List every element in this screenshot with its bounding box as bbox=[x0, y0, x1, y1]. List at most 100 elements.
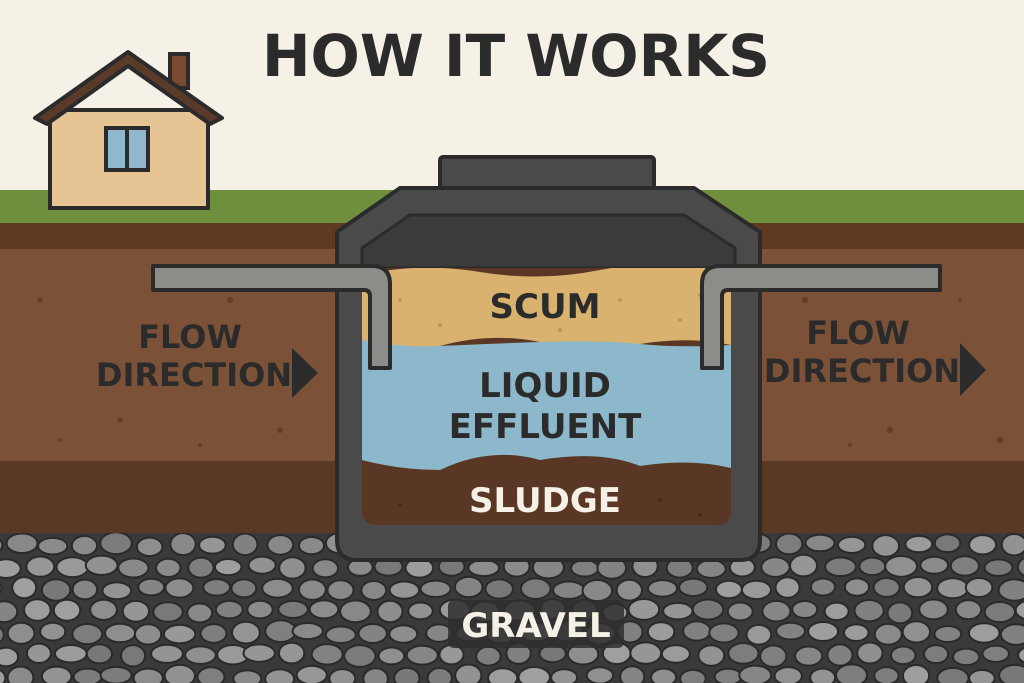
gravel-stone bbox=[552, 580, 586, 600]
gravel-stone bbox=[71, 623, 104, 646]
gravel-stone bbox=[264, 619, 297, 644]
gravel-stone bbox=[186, 602, 214, 624]
gravel-stone bbox=[760, 556, 791, 578]
gravel-stone bbox=[242, 643, 276, 663]
gravel-stone bbox=[277, 599, 309, 619]
gravel-stone bbox=[23, 598, 52, 622]
gravel-stone bbox=[196, 666, 226, 683]
gravel-stone bbox=[695, 558, 727, 579]
gravel-stone bbox=[713, 667, 743, 683]
gravel-stone bbox=[475, 645, 502, 667]
gravel-stone bbox=[184, 645, 217, 665]
gravel-stone bbox=[726, 601, 754, 622]
gravel-stone bbox=[836, 535, 867, 554]
gravel-stone bbox=[163, 663, 196, 683]
gravel-stone bbox=[37, 536, 69, 556]
gravel-stone bbox=[871, 534, 901, 558]
gravel-stone bbox=[660, 644, 691, 664]
gravel-stone bbox=[933, 624, 963, 644]
gravel-stone bbox=[247, 555, 277, 575]
gravel-stone bbox=[377, 646, 406, 666]
gravel-stone bbox=[519, 577, 552, 601]
gravel-stone bbox=[25, 642, 52, 665]
gravel-stone bbox=[246, 599, 274, 620]
gravel-stone bbox=[997, 578, 1024, 602]
gravel-stone bbox=[581, 579, 614, 603]
sludge-label: SLUDGE bbox=[469, 481, 621, 521]
gravel-stone bbox=[807, 620, 840, 642]
gravel-stone bbox=[453, 575, 484, 599]
tank-contents bbox=[362, 268, 731, 525]
gravel-stone bbox=[682, 620, 712, 642]
gravel-stone bbox=[137, 577, 166, 597]
gravel-stone bbox=[39, 621, 67, 642]
gravel-stone bbox=[53, 644, 88, 664]
gravel-stone bbox=[793, 645, 824, 667]
gravel-stone bbox=[231, 620, 261, 645]
gravel-stone bbox=[650, 667, 678, 683]
gravel-stone bbox=[570, 558, 600, 578]
gravel-stone bbox=[745, 623, 773, 646]
gravel-stone bbox=[0, 538, 4, 552]
gravel-stone bbox=[232, 669, 263, 683]
gravel-stone bbox=[454, 663, 483, 683]
gravel-stone bbox=[922, 644, 950, 665]
gravel-stone bbox=[261, 577, 294, 599]
gravel-stone bbox=[873, 666, 900, 683]
gravel-stone bbox=[872, 577, 901, 598]
gravel-stone bbox=[1017, 647, 1024, 664]
gravel-stone bbox=[0, 668, 7, 683]
gravel-stone bbox=[278, 556, 307, 580]
gravel-stone bbox=[902, 575, 934, 599]
gravel-stone bbox=[6, 665, 35, 683]
gravel-stone bbox=[662, 601, 694, 621]
gravel-stone bbox=[164, 577, 195, 599]
gravel-stone bbox=[0, 626, 5, 644]
gravel-stone bbox=[886, 601, 914, 625]
gravel-stone bbox=[407, 601, 434, 621]
flow-indicator-left: FLOW DIRECTION bbox=[96, 318, 318, 398]
arrow-right-icon bbox=[292, 348, 318, 398]
gravel-stone bbox=[135, 536, 164, 558]
gravel-stone bbox=[933, 533, 962, 554]
gravel-stone bbox=[791, 599, 819, 620]
gravel-stone bbox=[70, 535, 99, 557]
house-roof bbox=[33, 50, 224, 126]
gravel-stone bbox=[858, 556, 887, 577]
flow-left-line1: FLOW bbox=[138, 318, 242, 356]
gravel-stone bbox=[89, 598, 118, 621]
gravel-stone bbox=[150, 643, 184, 664]
gravel-stone bbox=[121, 599, 151, 623]
soil-specks bbox=[28, 297, 1003, 507]
gravel-stone bbox=[775, 621, 807, 641]
gravel-stone bbox=[550, 668, 579, 683]
gravel-stone bbox=[856, 641, 884, 665]
gravel-stone bbox=[843, 577, 871, 597]
gravel-stone bbox=[918, 598, 949, 621]
outlet-pipe bbox=[700, 264, 942, 370]
gravel-stone bbox=[117, 557, 150, 579]
gravel-stone bbox=[393, 666, 421, 683]
gravel-stone bbox=[11, 576, 38, 600]
gravel-stone bbox=[740, 579, 772, 601]
gravel-stone bbox=[983, 600, 1016, 624]
tank-inner-rim bbox=[360, 213, 737, 270]
gravel-stone bbox=[152, 601, 184, 623]
gravel-stone bbox=[834, 663, 869, 683]
gravel-stone bbox=[761, 599, 792, 623]
gravel-stone bbox=[951, 647, 981, 667]
effluent-label-line2: EFFLUENT bbox=[449, 407, 642, 447]
gravel-stone bbox=[774, 576, 801, 599]
gravel-stone bbox=[708, 622, 740, 644]
scum-layer bbox=[362, 268, 731, 352]
gravel-stone bbox=[419, 579, 452, 599]
scum-label: SCUM bbox=[490, 287, 601, 327]
gravel-stone bbox=[72, 667, 103, 683]
gravel-stone bbox=[467, 558, 501, 578]
gravel-stone bbox=[647, 579, 679, 598]
gravel-stone bbox=[585, 666, 615, 683]
gravel-stone bbox=[964, 577, 994, 599]
effluent-layer bbox=[362, 340, 731, 480]
gravel-stone bbox=[132, 667, 164, 683]
gravel-stone bbox=[295, 664, 328, 683]
